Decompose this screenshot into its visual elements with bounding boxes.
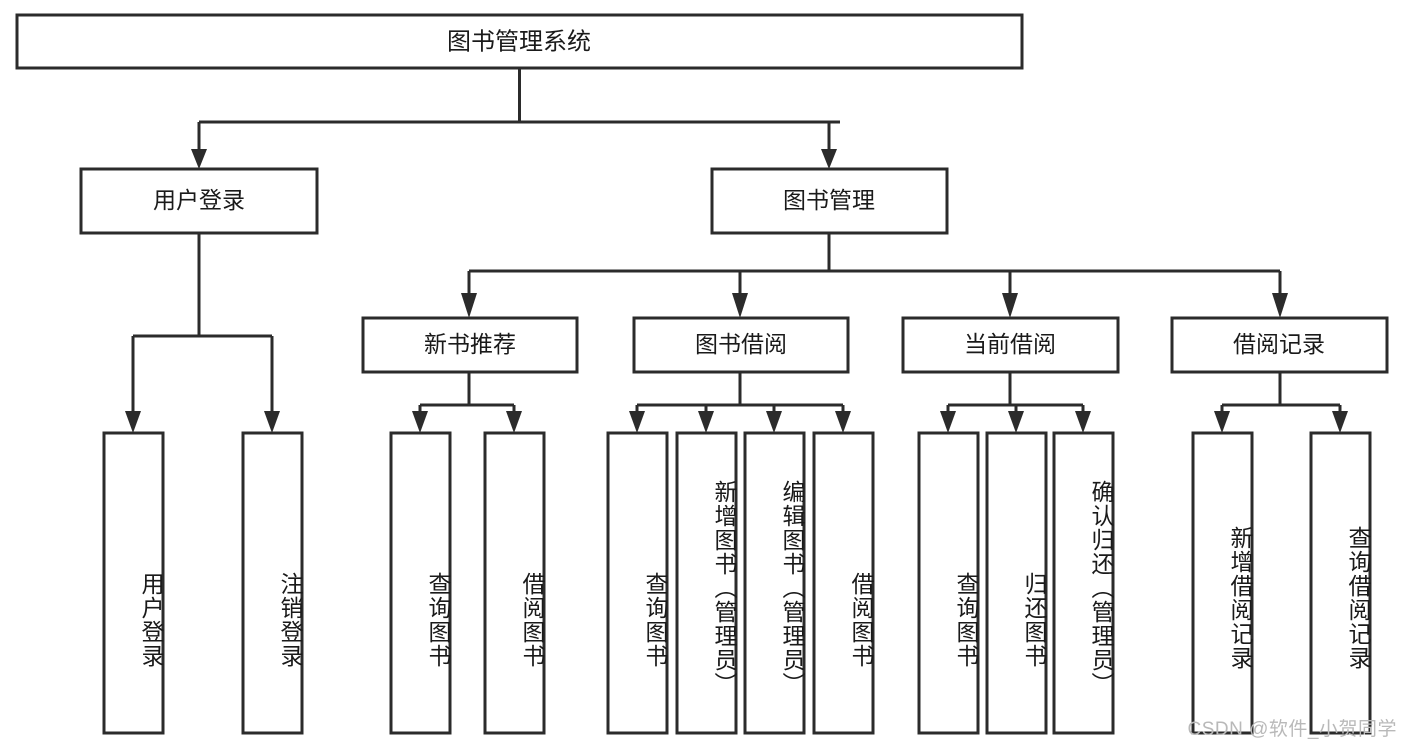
leaf-box-current-return-book[interactable] — [985, 431, 1048, 735]
arrow-head-bookborrow-leaf-2 — [698, 411, 714, 433]
arrow-head-newbook-leaf-2 — [506, 411, 522, 433]
leaf-box-borrow-edit-book[interactable] — [743, 431, 806, 735]
node-current-borrow-label: 当前借阅 — [964, 331, 1056, 357]
leaf-box-borrow-borrow-book[interactable] — [812, 431, 875, 735]
leaf-box-recommend-query-book[interactable] — [389, 431, 452, 735]
node-book-borrow[interactable]: 图书借阅 — [632, 316, 850, 374]
node-root-label: 图书管理系统 — [447, 28, 591, 55]
arrow-head-user-login — [191, 149, 207, 169]
watermark-text: CSDN @软件_小贺同学 — [1187, 719, 1397, 740]
arrow-head-new-book — [461, 293, 477, 318]
leaf-box-user-login[interactable] — [102, 431, 165, 735]
leaf-box-borrow-add-book[interactable] — [675, 431, 738, 735]
arrow-head-newbook-leaf-1 — [412, 411, 428, 433]
leaf-box-recommend-borrow-book[interactable] — [483, 431, 546, 735]
arrow-head-currentborrow-leaf-2 — [1008, 411, 1024, 433]
arrow-head-leaf-user-login — [125, 411, 141, 433]
arrow-head-borrow-record — [1272, 293, 1288, 318]
leaf-box-record-add[interactable] — [1191, 431, 1254, 735]
node-book-management-label: 图书管理 — [783, 187, 875, 213]
node-borrow-record-label: 借阅记录 — [1233, 331, 1325, 357]
node-book-management[interactable]: 图书管理 — [710, 167, 949, 235]
leaf-box-current-confirm-return[interactable] — [1052, 431, 1115, 735]
connector-layer — [125, 68, 1348, 433]
node-current-borrow[interactable]: 当前借阅 — [901, 316, 1120, 374]
node-user-login[interactable]: 用户登录 — [79, 167, 319, 235]
leaf-box-borrow-query-book[interactable] — [606, 431, 669, 735]
node-borrow-record[interactable]: 借阅记录 — [1170, 316, 1389, 374]
node-root-book-management-system[interactable]: 图书管理系统 — [15, 13, 1024, 70]
node-book-borrow-label: 图书借阅 — [695, 331, 787, 357]
node-new-book-recommend-label: 新书推荐 — [424, 331, 516, 357]
arrow-head-current-borrow — [1002, 293, 1018, 318]
arrow-head-currentborrow-leaf-3 — [1075, 411, 1091, 433]
arrow-head-bookborrow-leaf-1 — [629, 411, 645, 433]
node-new-book-recommend[interactable]: 新书推荐 — [361, 316, 579, 374]
arrow-head-bookborrow-leaf-4 — [835, 411, 851, 433]
arrow-head-currentborrow-leaf-1 — [940, 411, 956, 433]
node-user-login-label: 用户登录 — [153, 187, 245, 213]
arrow-head-borrowrecord-leaf-1 — [1214, 411, 1230, 433]
leaf-box-current-query-book[interactable] — [917, 431, 980, 735]
leaf-box-record-query[interactable] — [1309, 431, 1372, 735]
arrow-head-leaf-logout — [264, 411, 280, 433]
arrow-head-borrowrecord-leaf-2 — [1332, 411, 1348, 433]
arrow-head-book-borrow — [732, 293, 748, 318]
leaf-box-logout[interactable] — [241, 431, 304, 735]
arrow-head-bookborrow-leaf-3 — [766, 411, 782, 433]
arrow-head-book-mgmt — [821, 149, 837, 169]
